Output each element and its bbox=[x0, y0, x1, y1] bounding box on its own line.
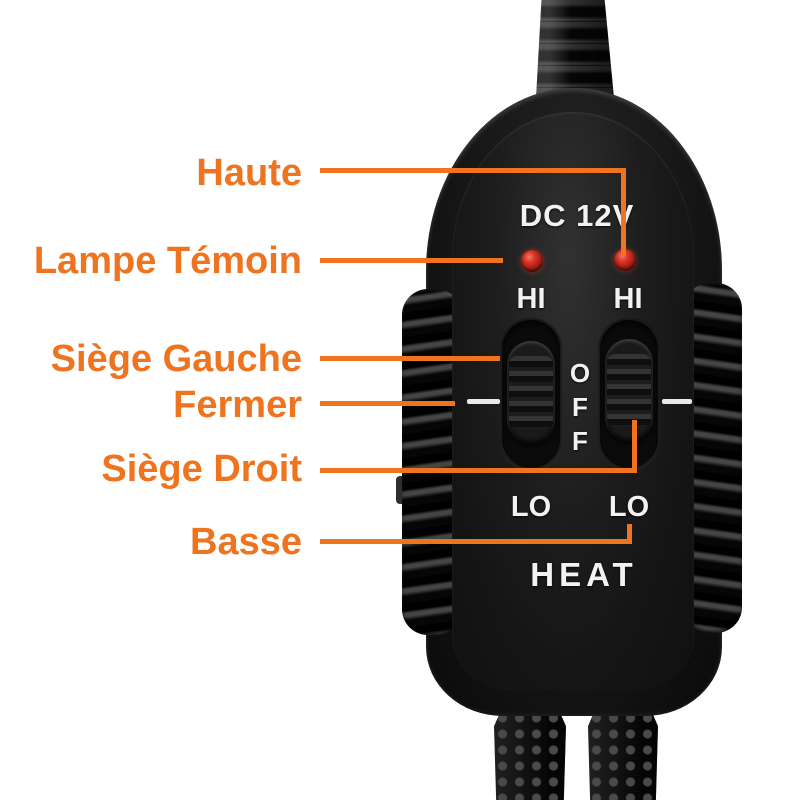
off-center-line-left bbox=[467, 399, 500, 404]
left-knob-ridges bbox=[509, 356, 553, 429]
basse-leader-line bbox=[320, 539, 632, 544]
callout-label-lampe-temoin: Lampe Témoin bbox=[33, 240, 302, 282]
right-knob-ridges bbox=[607, 354, 651, 427]
left-indicator-led bbox=[521, 250, 543, 272]
siege-droit-leader-line-vertical bbox=[632, 420, 637, 473]
haute-leader-line bbox=[320, 168, 626, 173]
siege-droit-leader-line bbox=[320, 468, 637, 473]
callout-label-basse: Basse bbox=[190, 521, 302, 563]
callout-label-haute: Haute bbox=[196, 152, 302, 194]
voltage-label: DC 12V bbox=[519, 198, 635, 233]
fermer-leader-line bbox=[320, 401, 455, 406]
right-indicator-led bbox=[614, 249, 636, 271]
lampe-temoin-leader-line bbox=[320, 258, 503, 263]
basse-leader-line-vertical bbox=[627, 524, 632, 544]
bottom-output-cable-left bbox=[494, 710, 566, 800]
heat-label: HEAT bbox=[530, 556, 638, 593]
off-label: OFF bbox=[565, 358, 595, 460]
callout-label-fermer: Fermer bbox=[173, 384, 302, 426]
callout-label-siege-droit: Siège Droit bbox=[101, 448, 302, 490]
callout-label-siege-gauche: Siège Gauche bbox=[50, 338, 302, 380]
bottom-output-cable-right bbox=[588, 710, 658, 800]
left-switch-knob[interactable] bbox=[507, 341, 555, 444]
off-center-line-right bbox=[662, 399, 692, 404]
top-power-cable bbox=[536, 0, 614, 98]
haute-leader-line-vertical bbox=[621, 168, 626, 256]
right-hi-label: HI bbox=[613, 283, 643, 315]
siege-gauche-leader-line bbox=[320, 356, 500, 361]
left-lo-label: LO bbox=[510, 491, 552, 523]
right-switch-knob[interactable] bbox=[605, 339, 653, 442]
right-lo-label: LO bbox=[608, 491, 650, 523]
left-hi-label: HI bbox=[516, 283, 546, 315]
